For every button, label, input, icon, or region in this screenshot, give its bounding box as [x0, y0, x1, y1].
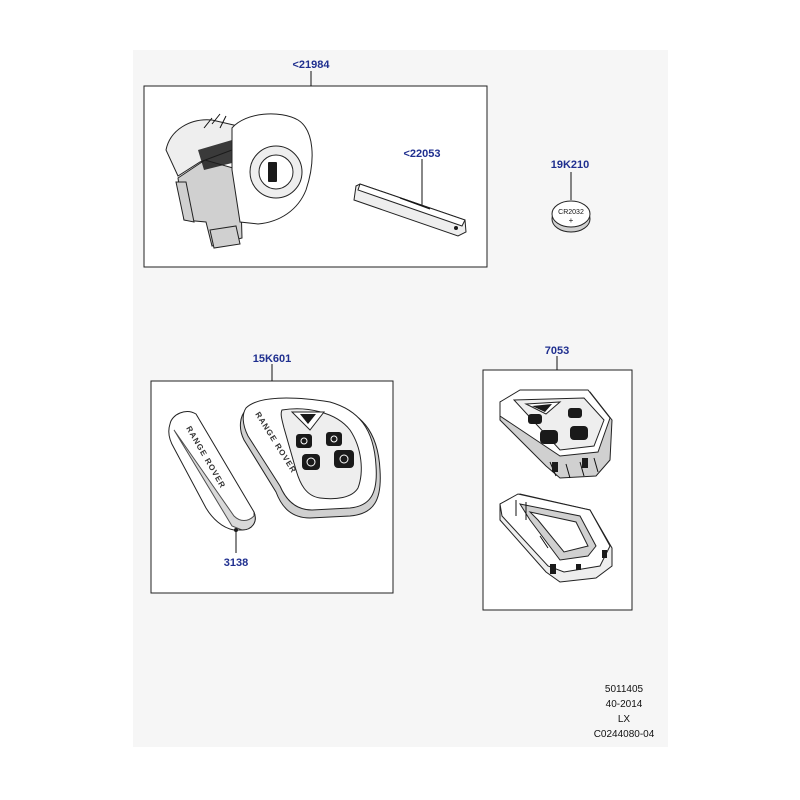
housing-top-shell-illustration	[499, 389, 613, 479]
key-blade-illustration	[353, 183, 467, 237]
ignition-switch-illustration	[165, 113, 313, 249]
drawing-reference-line2: 40-2014	[605, 699, 643, 710]
callout-19k210[interactable]: 19K210	[551, 159, 590, 171]
drawing-reference-line4: C0244080-04	[593, 729, 655, 740]
fob-end-cover-illustration: RANGE ROVER	[168, 411, 256, 531]
drawing-reference-line1: 5011405	[604, 684, 644, 695]
housing-bottom-shell-illustration	[499, 493, 613, 583]
battery-marking: CR2032	[558, 209, 584, 216]
battery-polarity: +	[569, 216, 574, 225]
callout-15k601[interactable]: 15K601	[253, 353, 292, 365]
battery-cr2032-illustration: CR2032 +	[551, 200, 591, 233]
callout-3138[interactable]: 3138	[224, 557, 248, 569]
callout-21984[interactable]: <21984	[292, 59, 330, 71]
callout-7053[interactable]: 7053	[545, 345, 569, 357]
callout-leader-dot	[234, 528, 238, 532]
callout-22053[interactable]: <22053	[403, 148, 440, 160]
drawing-reference-line3: LX	[617, 714, 631, 725]
remote-key-fob-illustration: RANGE ROVER	[239, 397, 381, 519]
